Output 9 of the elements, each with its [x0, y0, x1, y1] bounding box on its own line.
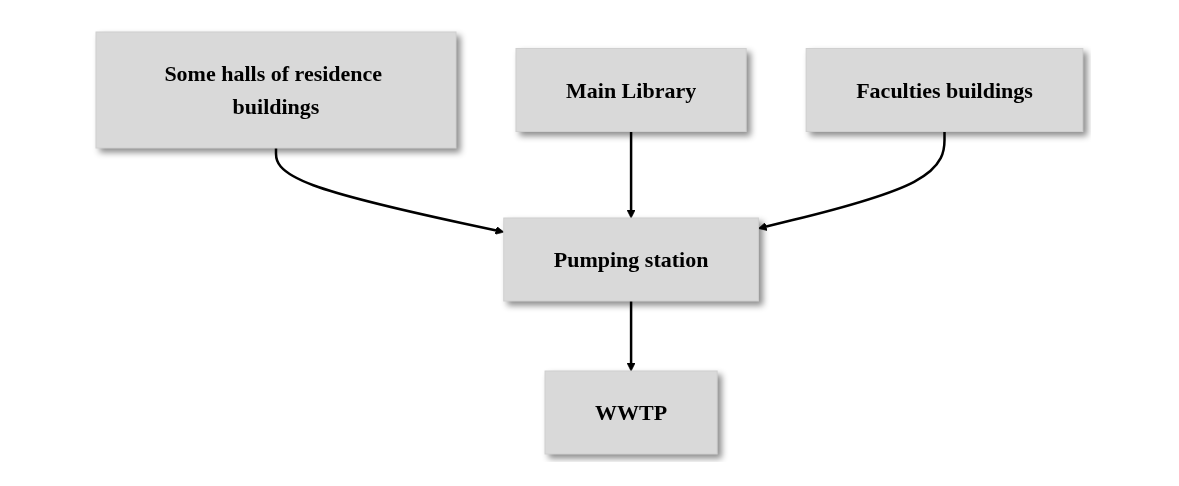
- arrow: [626, 301, 636, 372]
- arrow: [274, 148, 505, 235]
- node-box: Pumping station: [503, 217, 759, 302]
- arrow: [626, 131, 636, 219]
- node-box: Faculties buildings: [805, 48, 1084, 132]
- node-box: WWTP: [544, 370, 718, 455]
- arrow: [758, 131, 946, 231]
- node-box: Main Library: [515, 48, 747, 132]
- node-box: Some halls of residence buildings: [95, 31, 457, 149]
